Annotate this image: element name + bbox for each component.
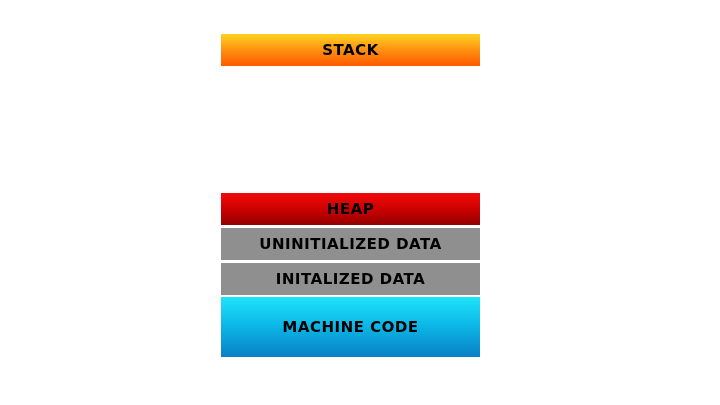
heap-label: HEAP <box>326 200 375 218</box>
uninitialized-data-label: UNINITIALIZED DATA <box>259 235 442 253</box>
stack-label: STACK <box>322 41 379 59</box>
initialized-data-label: INITALIZED DATA <box>275 270 426 288</box>
uninitialized-data-segment: UNINITIALIZED DATA <box>221 228 480 260</box>
initialized-data-segment: INITALIZED DATA <box>221 263 480 295</box>
heap-segment: HEAP <box>221 193 480 225</box>
machine-code-segment: MACHINE CODE <box>221 297 480 357</box>
stack-segment: STACK <box>221 34 480 66</box>
machine-code-label: MACHINE CODE <box>282 318 419 336</box>
